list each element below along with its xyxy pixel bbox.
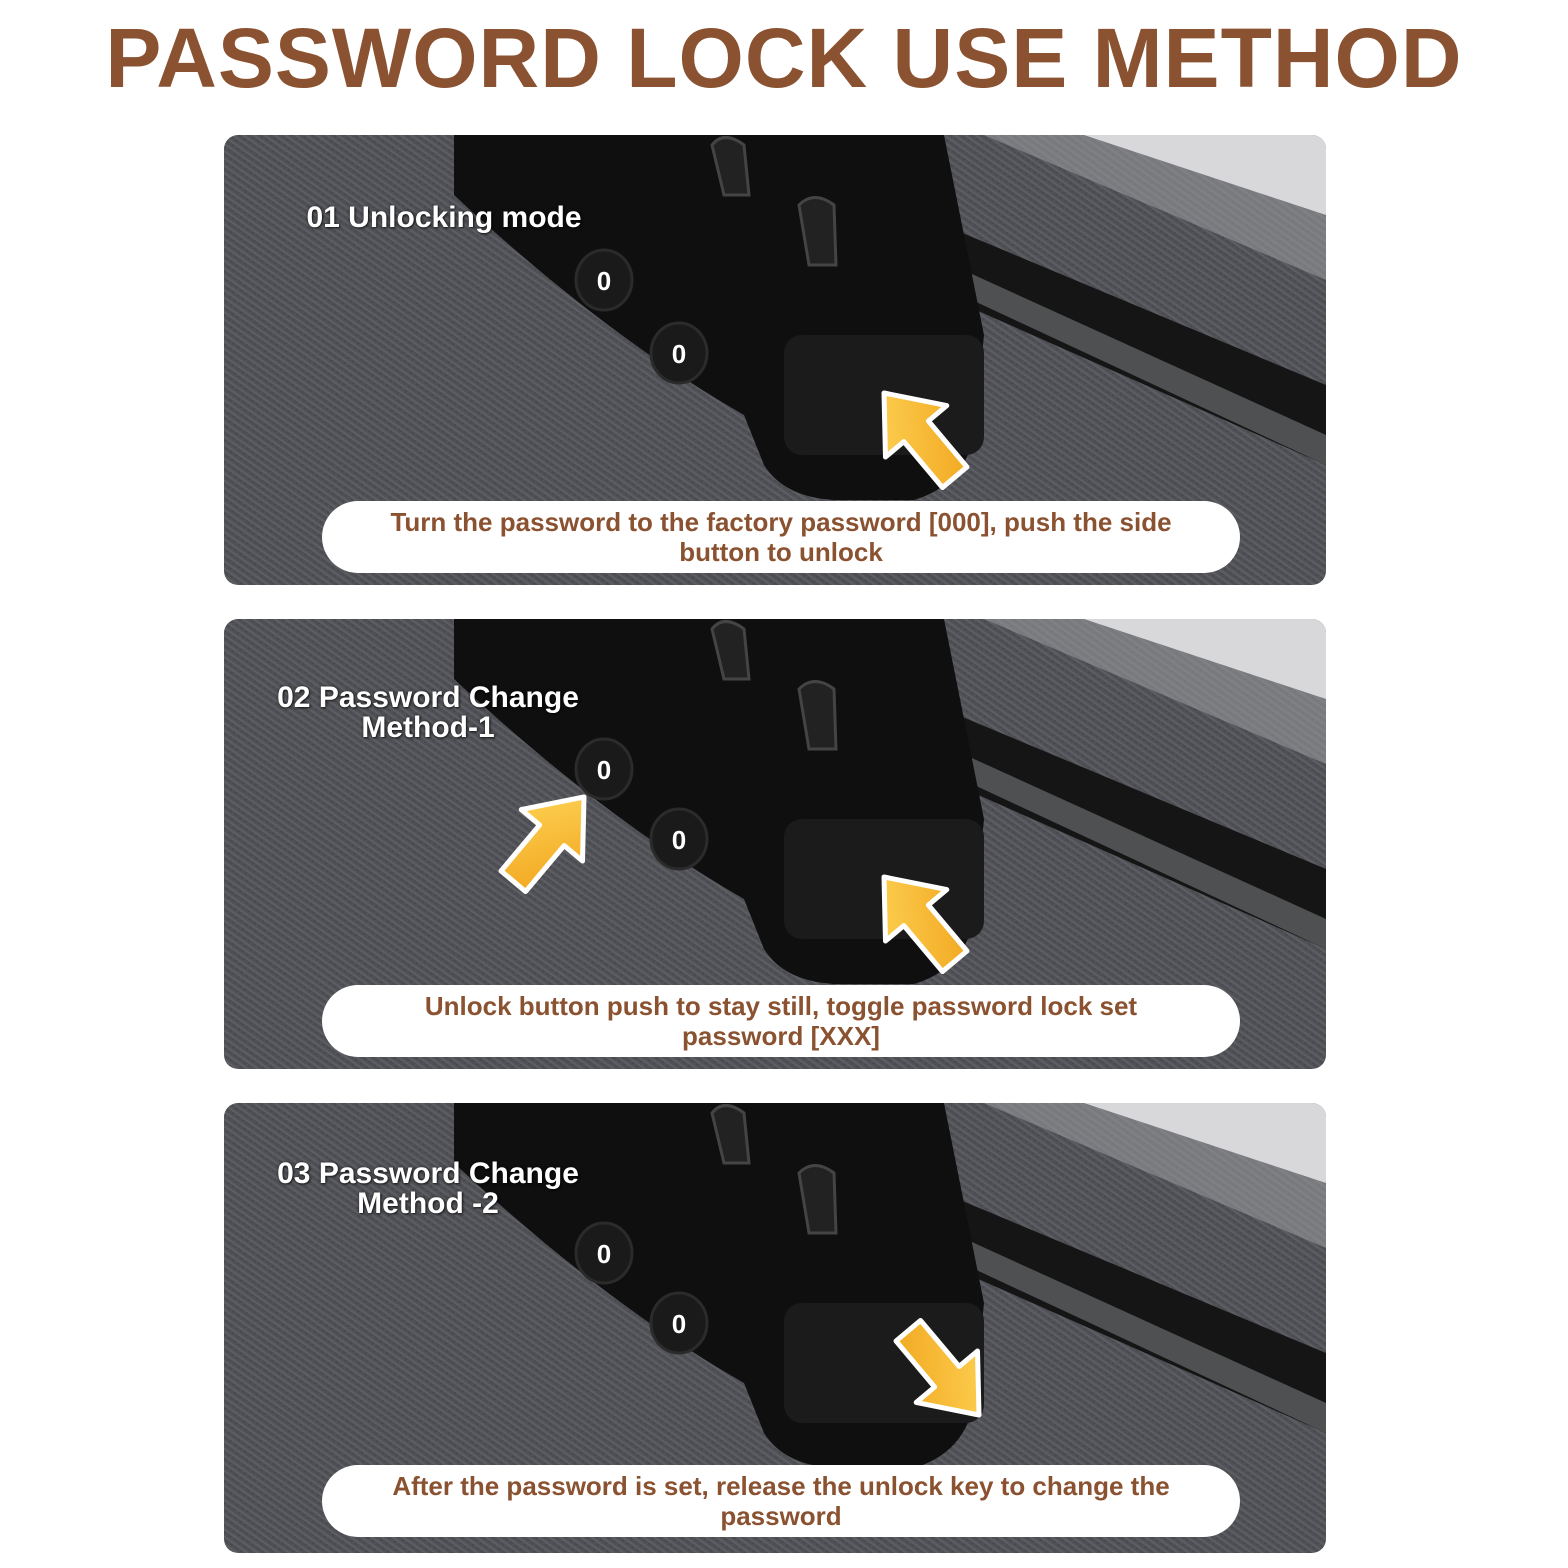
- dial-1[interactable]: [574, 1221, 634, 1285]
- dial-2-digit: 0: [672, 1309, 686, 1339]
- step-3-panel: 0 0 03 Password Change Method -2 After t…: [224, 1103, 1326, 1553]
- dial-1-digit: 0: [597, 1239, 611, 1269]
- dial-1[interactable]: [574, 737, 634, 801]
- step-1-caption-box: Turn the password to the factory passwor…: [322, 501, 1240, 573]
- dial-1-digit: 0: [597, 755, 611, 785]
- dial-2[interactable]: [649, 807, 709, 871]
- step-2-title: 02 Password Change Method-1: [277, 681, 579, 744]
- step-2-caption-box: Unlock button push to stay still, toggle…: [322, 985, 1240, 1057]
- dial-2-digit: 0: [672, 825, 686, 855]
- down-right-arrow-icon: [893, 1317, 982, 1418]
- dial-2[interactable]: [649, 1291, 709, 1355]
- dial-2-digit: 0: [672, 339, 686, 369]
- step-3-caption: After the password is set, release the u…: [392, 1471, 1170, 1531]
- step-3-title: 03 Password Change Method -2: [277, 1157, 579, 1220]
- step-1-panel: 0 0 01 Unlocking mode Turn the password …: [224, 135, 1326, 585]
- up-left-arrow-icon: [881, 390, 970, 491]
- page-title: PASSWORD LOCK USE METHOD: [105, 11, 1463, 105]
- step-2-panel: 0 0 02 Password Change Method-1 Unlock b…: [224, 619, 1326, 1069]
- step-1-caption: Turn the password to the factory passwor…: [390, 507, 1172, 567]
- up-right-arrow-icon: [498, 794, 587, 895]
- dial-2[interactable]: [649, 321, 709, 385]
- up-left-arrow-icon: [881, 874, 970, 975]
- step-3-caption-box: After the password is set, release the u…: [322, 1465, 1240, 1537]
- step-2-caption: Unlock button push to stay still, toggle…: [424, 991, 1138, 1051]
- step-1-title: 01 Unlocking mode: [306, 201, 582, 234]
- dial-1-digit: 0: [597, 266, 611, 296]
- dial-1[interactable]: [574, 248, 634, 312]
